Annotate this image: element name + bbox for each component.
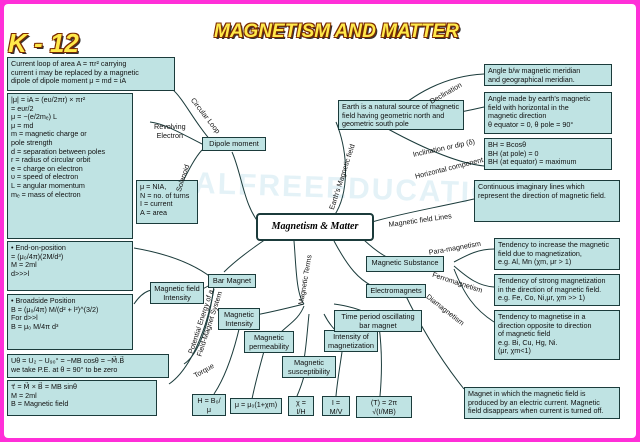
broadside-box: • Broadside Position B = (μ₀/4π) M/(d² +…	[7, 294, 133, 350]
paramagnetism-box: Tendency to increase the magnetic field …	[494, 238, 620, 270]
chapter-tag: K - 12	[8, 28, 79, 58]
line-center-earth	[333, 121, 346, 217]
electromagnets-node: Electromagnets	[366, 284, 426, 298]
formula-magnetization: I = M/V	[322, 396, 350, 416]
formula-susceptibility: χ = I/H	[288, 396, 314, 416]
declination-box: Angle b/w magnetic meridian and geograph…	[484, 64, 612, 86]
ferromagnetism-box: Tendency of strong magnetization in the …	[494, 274, 620, 306]
dipole-moment-node: Dipole moment	[202, 137, 266, 151]
connector-lines	[133, 73, 495, 400]
field-lines-box: Continuous imaginary lines which represe…	[474, 180, 620, 222]
formula-period: (T) = 2π √(I/MB)	[356, 396, 412, 418]
dip-angle-box: Angle made by earth's magnetic field wit…	[484, 92, 612, 134]
central-topic: Magnetism & Matter	[256, 213, 374, 241]
magnetic-intensity-node: Magnetic Intensity	[218, 308, 260, 330]
intensity-magnetization-node: Intensity of magnetization	[324, 330, 378, 352]
line-dipole-loop	[171, 88, 213, 143]
label-revolving-electron: Revolving Electron	[154, 122, 186, 140]
field-intensity-node: Magnetic field Intensity	[150, 282, 204, 304]
torque-box: τ⃗ = M⃗ × B⃗ = MB sinθ M = 2ml B = Magne…	[7, 380, 157, 416]
electromagnet-box: Magnet in which the magnetic field is pr…	[464, 387, 620, 419]
horizontal-component-box: BH = Bcosθ BH (at pole) = 0 BH (at equat…	[484, 138, 612, 170]
solenoid-box: μ = NIA, N = no. of turns I = current A …	[136, 180, 198, 224]
time-period-node: Time period oscillating bar magnet	[334, 310, 422, 332]
line-center-terms	[293, 240, 305, 305]
earth-source-box: Earth is a natural source of magnetic fi…	[338, 100, 464, 130]
current-loop-box: Current loop of area A = πr² carrying cu…	[7, 57, 175, 91]
bar-magnet-node: Bar Magnet	[208, 274, 256, 288]
magnetic-susceptibility-node: Magnetic susceptibility	[282, 356, 336, 378]
diamagnetism-box: Tendency to magnetise in a direction opp…	[494, 310, 620, 360]
page-title: MAGNETISM AND MATTER	[214, 21, 459, 42]
potential-energy-box: Uθ = U₂ − U₉₀° = −MB cosθ = −M⃗.B⃗ we ta…	[7, 354, 169, 378]
poster-frame: K - 12 MAGNETISM AND MATTER ALFREEEDUCAT…	[4, 4, 636, 438]
formula-intensity: H = B₀/μ	[192, 394, 226, 416]
end-on-box: • End-on-position = (μ₀/4π)(2M/d³) M = 2…	[7, 241, 133, 291]
magnetic-substance-node: Magnetic Substance	[366, 256, 444, 272]
line-center-bar	[223, 238, 267, 273]
line-center-fieldlines	[371, 198, 475, 223]
dipole-formula-box: |μ| = iA = (eυ/2πr) × πr² = eυr/2 μ = −(…	[7, 93, 133, 239]
formula-permeability: μ = μ₀(1+χm)	[230, 398, 282, 414]
magnetic-permeability-node: Magnetic permeability	[244, 331, 294, 353]
